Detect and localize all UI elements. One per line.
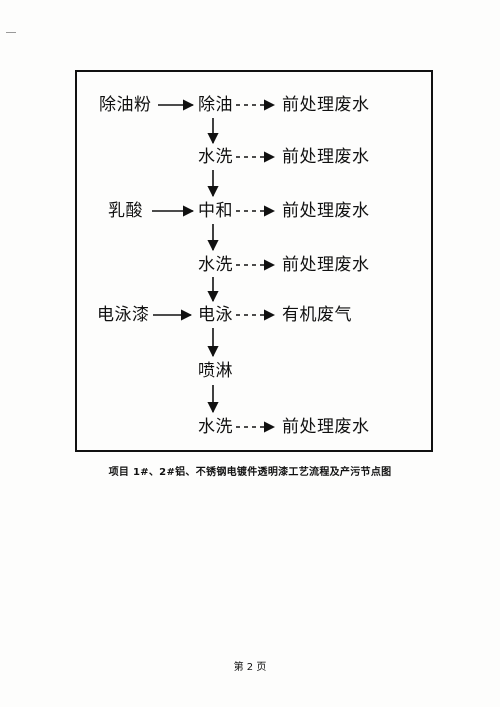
page-number: 第 2 页 [233,662,267,673]
output-pretreat-wastewater-3: 前处理废水 [282,201,370,221]
output-pretreat-wastewater-5: 前处理废水 [282,417,370,437]
step-rinse-1: 水洗 [198,147,233,167]
figure-caption: 项目 1#、2#铝、不锈钢电镀件透明漆工艺流程及产污节点图 [108,467,392,478]
input-lactic-acid: 乳酸 [108,201,143,221]
input-degreasing-powder: 除油粉 [99,95,152,115]
output-pretreat-wastewater-1: 前处理废水 [282,95,370,115]
step-neutralize: 中和 [198,201,233,221]
step-rinse-2: 水洗 [198,255,233,275]
input-electrophoretic-paint: 电泳漆 [97,305,150,325]
scan-mark [6,32,16,33]
output-pretreat-wastewater-4: 前处理废水 [282,255,370,275]
step-degreasing: 除油 [198,95,233,115]
process-flow-frame [75,70,433,452]
step-spray: 喷淋 [198,361,233,381]
output-organic-waste-gas: 有机废气 [282,305,352,325]
output-pretreat-wastewater-2: 前处理废水 [282,147,370,167]
step-electrophoresis: 电泳 [198,305,233,325]
step-rinse-3: 水洗 [198,417,233,437]
